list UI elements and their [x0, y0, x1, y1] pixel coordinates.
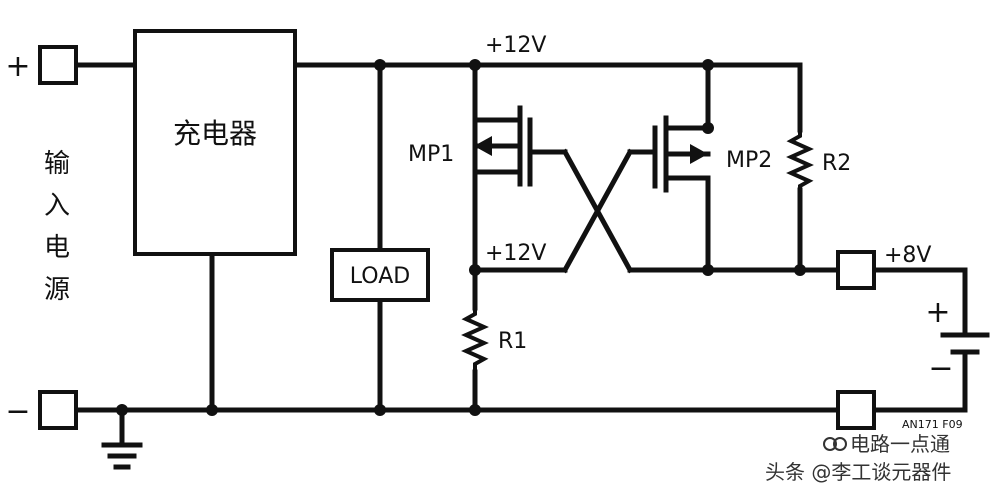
load-label: LOAD — [350, 264, 410, 289]
junctions — [116, 59, 806, 416]
terminal-input-minus — [38, 390, 78, 430]
input-source-char-2: 入 — [44, 191, 70, 221]
charger-label: 充电器 — [173, 117, 257, 150]
v12-top-label: +12V — [485, 33, 546, 58]
r1-label: R1 — [498, 329, 527, 354]
watermark: 电路一点通 头条 @李工谈元器件 — [765, 432, 951, 484]
mosfet-mp1 — [472, 105, 533, 187]
terminals — [38, 45, 876, 430]
v8-label: +8V — [884, 243, 931, 268]
ground-icon — [101, 442, 143, 470]
battery-plus-label: + — [925, 295, 950, 330]
input-source-char-3: 电 — [44, 233, 70, 263]
load-block — [330, 248, 430, 302]
input-source-char-1: 输 — [44, 149, 70, 179]
junction-dot — [374, 404, 386, 416]
junction-dot — [702, 59, 714, 71]
r2-label: R2 — [822, 151, 851, 176]
input-minus-label: − — [5, 394, 30, 429]
junction-dot — [116, 404, 128, 416]
junction-dot — [374, 59, 386, 71]
terminal-battery-minus — [836, 390, 876, 430]
mp1-label: MP1 — [408, 142, 454, 167]
input-plus-label: + — [5, 49, 30, 84]
charger-block — [133, 29, 297, 256]
junction-dot — [469, 404, 481, 416]
junction-dot — [702, 264, 714, 276]
v12-mid-label: +12V — [485, 241, 546, 266]
mp1-arrow-icon — [474, 136, 492, 156]
mp2-arrow-icon — [690, 144, 708, 164]
wires — [73, 62, 968, 448]
resistor-r2-icon — [786, 130, 814, 190]
junction-dot — [469, 264, 481, 276]
watermark-line2: 头条 @李工谈元器件 — [765, 460, 951, 484]
watermark-line1: 电路一点通 — [850, 432, 950, 456]
terminal-8v — [836, 250, 876, 290]
junction-dot — [206, 404, 218, 416]
wire-cross-b — [561, 148, 634, 274]
mp2-label: MP2 — [726, 148, 772, 173]
figure-code: AN171 F09 — [902, 418, 963, 431]
junction-dot — [469, 59, 481, 71]
junction-dot — [702, 122, 714, 134]
watermark-logo-icon — [823, 437, 847, 451]
battery-minus-label: − — [928, 351, 953, 386]
input-source-char-4: 源 — [44, 275, 70, 305]
resistor-r1-icon — [461, 308, 489, 372]
junction-dot — [794, 264, 806, 276]
mosfet-mp2 — [652, 115, 711, 193]
terminal-input-plus — [38, 45, 78, 85]
battery-icon — [940, 332, 990, 355]
